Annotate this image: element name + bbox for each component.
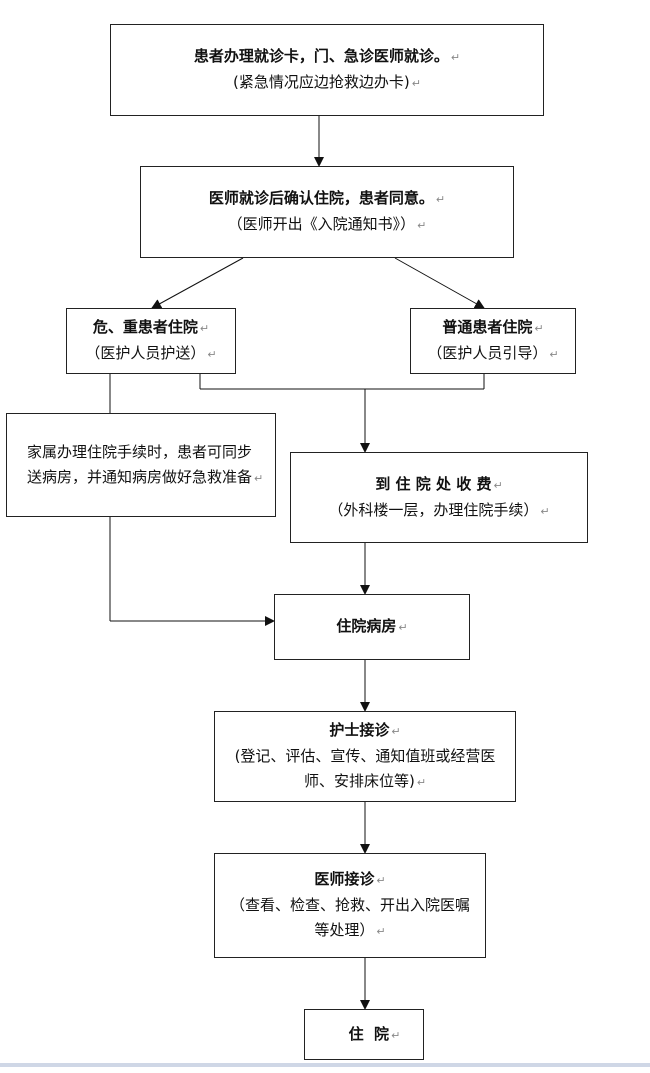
- return-mark: ↵: [435, 193, 446, 206]
- return-mark: ↵: [207, 348, 217, 361]
- node-visit-note: (紧急情况应边抢救边办卡)↵: [233, 73, 421, 91]
- node-critical-note: （医护人员护送）↵: [85, 344, 217, 362]
- node-normal-title: 普通患者住院↵: [442, 318, 544, 336]
- node-family-text: 家属办理住院手续时，患者可同步送病房，并通知病房做好急救准备↵: [27, 442, 264, 486]
- return-mark: ↵: [450, 51, 461, 64]
- return-mark: ↵: [534, 322, 544, 335]
- return-mark: ↵: [493, 478, 503, 492]
- return-mark: ↵: [549, 348, 559, 361]
- arrow-confirm-to-normal: [394, 257, 485, 309]
- node-nurse-title: 护士接诊↵: [329, 721, 401, 739]
- node-critical-title: 危、重患者住院↵: [92, 318, 210, 336]
- node-cashier-note: （外科楼一层，办理住院手续）↵: [328, 500, 550, 519]
- node-confirm-title: 医师就诊后确认住院，患者同意。↵: [208, 189, 446, 207]
- node-critical: 危、重患者住院↵ （医护人员护送）↵: [66, 308, 236, 374]
- node-admit: 住 院↵: [304, 1009, 424, 1060]
- node-family: 家属办理住院手续时，患者可同步送病房，并通知病房做好急救准备↵: [6, 413, 276, 517]
- node-visit: 患者办理就诊卡，门、急诊医师就诊。↵ (紧急情况应边抢救边办卡)↵: [110, 24, 544, 116]
- return-mark: ↵: [398, 621, 408, 634]
- return-mark: ↵: [199, 322, 210, 335]
- node-doctor: 医师接诊↵ （查看、检查、抢救、开出入院医嘱等处理）↵: [214, 853, 486, 958]
- node-admit-title: 住 院↵: [348, 1024, 401, 1043]
- node-ward: 住院病房↵: [274, 594, 470, 660]
- node-cashier: 到 住 院 处 收 费↵ （外科楼一层，办理住院手续）↵: [290, 452, 588, 543]
- return-mark: ↵: [416, 776, 427, 789]
- window-bottom-edge: [0, 1063, 650, 1067]
- node-visit-title: 患者办理就诊卡，门、急诊医师就诊。↵: [193, 47, 461, 65]
- node-doctor-note: （查看、检查、抢救、开出入院医嘱等处理）↵: [230, 896, 471, 939]
- node-normal-note: （医护人员引导）↵: [427, 344, 559, 362]
- arrow-confirm-to-critical: [151, 257, 244, 309]
- node-confirm-note: （医师开出《入院通知书》）↵: [227, 215, 427, 233]
- node-normal: 普通患者住院↵ （医护人员引导）↵: [410, 308, 576, 374]
- return-mark: ↵: [391, 1028, 401, 1042]
- node-nurse: 护士接诊↵ (登记、评估、宣传、通知值班或经营医师、安排床位等)↵: [214, 711, 516, 802]
- node-confirm: 医师就诊后确认住院，患者同意。↵ （医师开出《入院通知书》）↵: [140, 166, 514, 258]
- node-doctor-title: 医师接诊↵: [314, 870, 386, 888]
- return-mark: ↵: [376, 925, 386, 938]
- return-mark: ↵: [540, 504, 550, 518]
- return-mark: ↵: [376, 874, 386, 887]
- return-mark: ↵: [254, 471, 264, 485]
- return-mark: ↵: [411, 77, 421, 90]
- node-ward-title: 住院病房↵: [336, 617, 408, 635]
- node-nurse-note: (登记、评估、宣传、通知值班或经营医师、安排床位等)↵: [234, 747, 496, 790]
- return-mark: ↵: [391, 725, 401, 738]
- node-cashier-title: 到 住 院 处 收 费↵: [375, 474, 503, 493]
- return-mark: ↵: [417, 219, 427, 232]
